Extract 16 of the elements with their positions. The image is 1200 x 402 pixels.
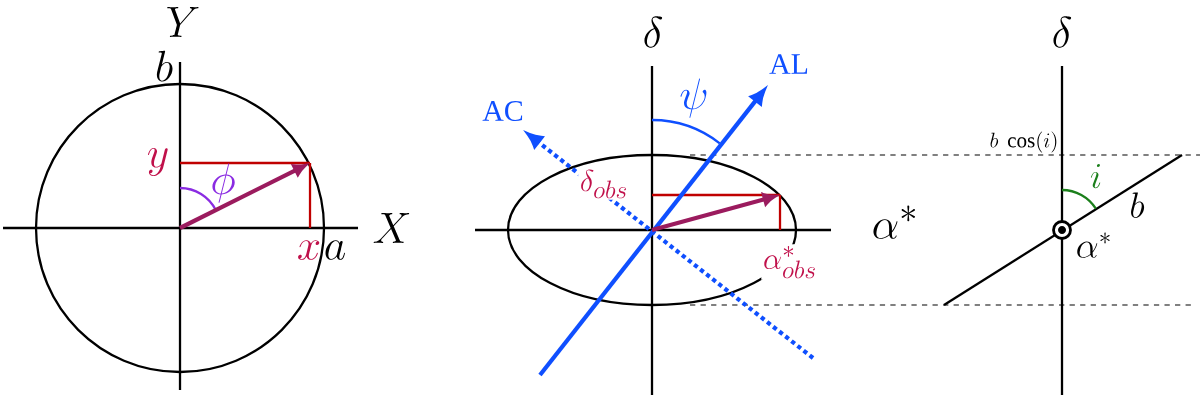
math-label: $\alpha^*$ [873, 205, 916, 239]
math-label: $X$ [373, 213, 410, 243]
math-label: $a$ [325, 240, 345, 260]
math-label: $x$ [298, 240, 320, 260]
axis-label: AC [482, 100, 523, 122]
axis-label: AL [769, 54, 808, 74]
math-label: $i$ [1090, 164, 1101, 189]
math-label: $b\ \cos(i)$ [990, 131, 1057, 153]
math-label: $\alpha^*$ [1077, 232, 1110, 258]
math-label: $\delta$ [644, 16, 663, 48]
math-label: $\phi$ [212, 163, 235, 203]
math-label: $b$ [156, 50, 173, 82]
math-label: $b$ [1131, 192, 1145, 218]
math-label: $Y$ [167, 7, 199, 37]
math-label: $\delta$ [1053, 16, 1072, 48]
math-label: $y$ [148, 147, 168, 177]
